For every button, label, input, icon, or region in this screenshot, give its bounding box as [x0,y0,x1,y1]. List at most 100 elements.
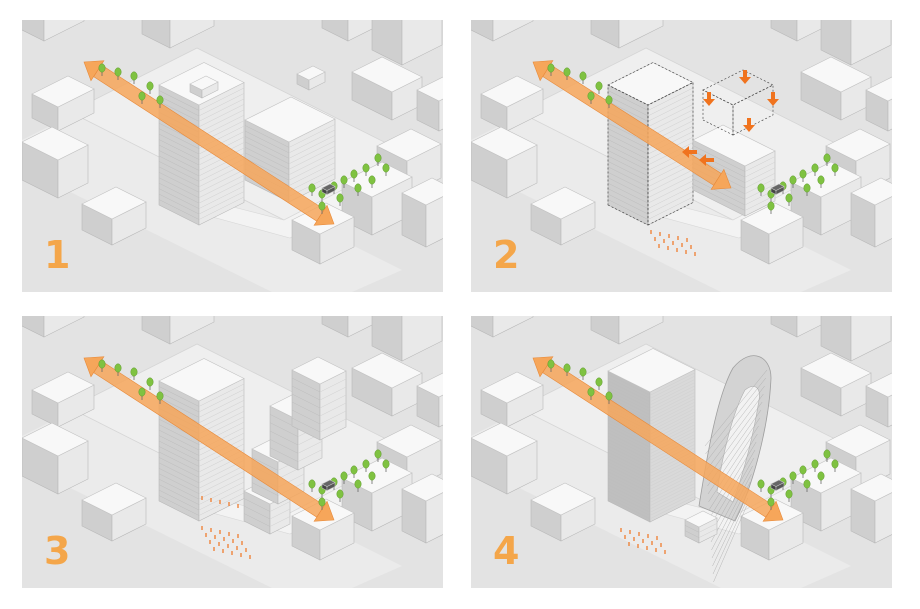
facade-fin [708,433,758,511]
tree [382,163,390,176]
tree [318,497,326,510]
tree [587,387,595,400]
panel-3-drawing [22,316,443,588]
context-block [351,56,423,121]
tree [114,363,122,376]
context-block [22,316,85,338]
context-block [401,473,443,544]
tree [799,169,807,182]
panel-4-drawing [471,316,892,588]
vehicle-icon [770,183,785,195]
tree [362,163,370,176]
step-number-3: 3 [44,529,71,573]
down-arrow-icon [743,118,755,132]
facade-fin [708,425,759,503]
tree [823,153,831,166]
context-block [480,371,544,428]
context-block [351,352,423,417]
context-block [865,372,892,428]
context-block [480,75,544,132]
stair-plinth [684,510,718,544]
tree [318,201,326,214]
rooftop-unit [189,75,219,99]
left-arrow-icon [699,154,714,166]
tree [767,201,775,214]
tree [547,63,555,76]
tree [767,497,775,510]
tree [803,183,811,196]
vehicle-icon [321,183,336,195]
context-block [416,372,443,428]
panel-step-3: 3 [22,316,443,588]
tree [799,465,807,478]
pedestrian-flow-marks [201,496,239,508]
tree [350,465,358,478]
tree [817,175,825,188]
context-block [820,316,892,362]
tree [823,449,831,462]
tree [595,377,603,390]
tree [811,459,819,472]
context-block [22,422,89,495]
context-block [141,316,215,345]
context-block [850,177,892,248]
tree [817,471,825,484]
tree [156,95,164,108]
podium-outline-dashed [702,69,774,136]
context-block [850,473,892,544]
tree [308,183,316,196]
panel-step-1: 1 [22,20,443,292]
tree [308,479,316,492]
tree [563,67,571,80]
tree [340,175,348,188]
tree [362,459,370,472]
step-number-4: 4 [493,529,520,573]
tree [374,153,382,166]
rooftop-unit [296,65,326,91]
terrace-block [291,356,347,441]
tree [803,479,811,492]
tree [146,377,154,390]
pedestrian-flow-marks [201,526,251,559]
tree [595,81,603,94]
axis-arrowhead-right [313,500,335,522]
facade-fin [710,457,754,535]
context-block [800,56,872,121]
tree [368,175,376,188]
vehicle-icon [770,479,785,491]
down-arrow-icon [739,70,751,84]
facade-fin [705,385,765,463]
facade-fin [713,505,747,583]
context-block [416,76,443,132]
tree [587,91,595,104]
tree [138,91,146,104]
tree [374,449,382,462]
step-number-2: 2 [493,233,520,277]
facade-fin [705,377,766,455]
panel-2-drawing [471,20,892,292]
tree [757,479,765,492]
tree [563,363,571,376]
tree [354,479,362,492]
context-block [800,352,872,417]
context-block [471,316,534,338]
vehicle-icon [321,479,336,491]
tree [811,163,819,176]
tree [336,193,344,206]
context-block [590,316,664,345]
context-block [471,20,534,42]
context-block [401,177,443,248]
tree [130,367,138,380]
context-block [865,76,892,132]
context-block [371,20,443,66]
tree [831,163,839,176]
axis-arrowhead-left [532,60,554,82]
tree [579,367,587,380]
tree [354,183,362,196]
context-block [471,422,538,495]
panel-1-drawing [22,20,443,292]
axis-arrowhead-right [313,204,335,226]
facade-fin [706,393,764,471]
step-number-1: 1 [44,233,71,277]
context-block [740,202,804,265]
